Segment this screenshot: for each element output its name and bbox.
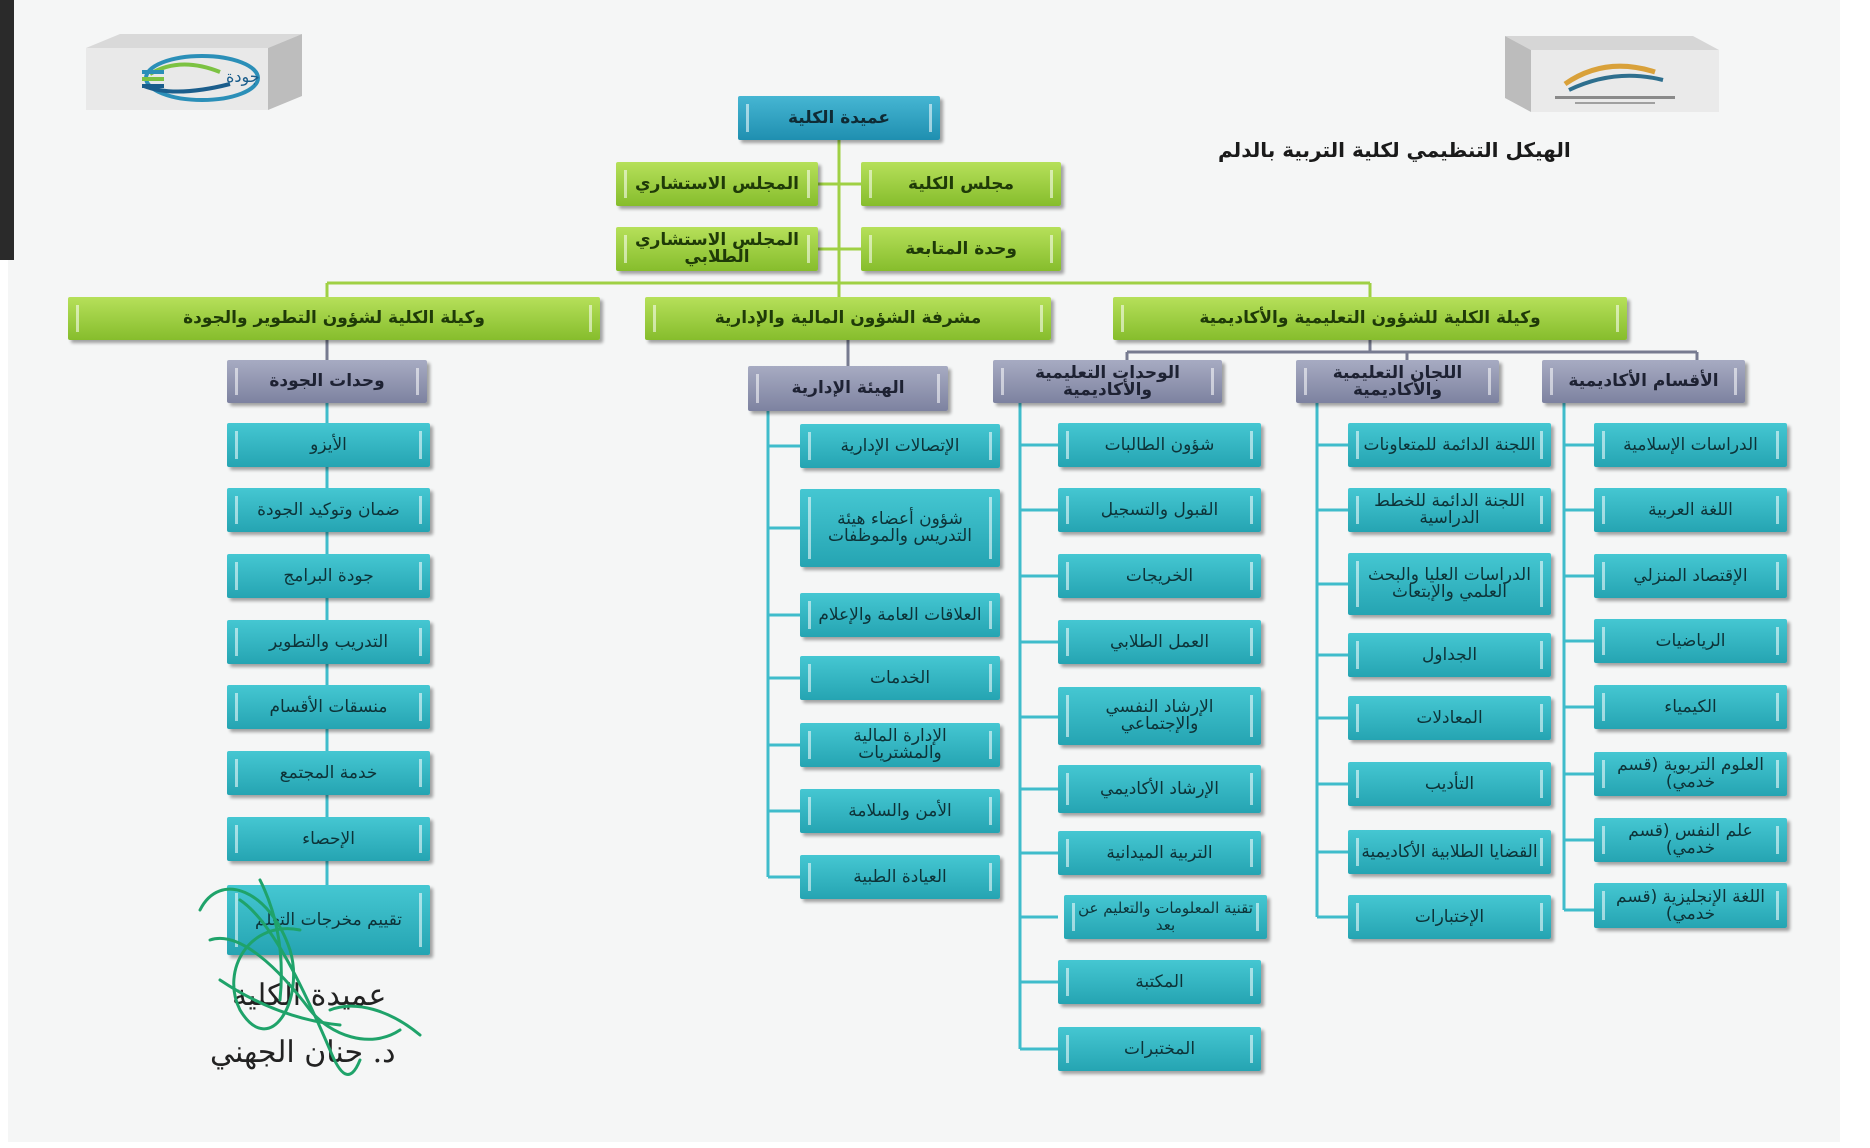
academic-committees-header: اللجان التعليمية والأكاديمية bbox=[1296, 360, 1499, 403]
list-item: شؤون الطالبات bbox=[1058, 423, 1261, 467]
list-item: الخريجات bbox=[1058, 554, 1261, 598]
list-item: التربية الميدانية bbox=[1058, 831, 1261, 875]
list-item: اللجنة الدائمة للخطط الدراسية bbox=[1348, 488, 1551, 532]
list-item: الأيزو bbox=[227, 423, 430, 467]
list-item: خدمة المجتمع bbox=[227, 751, 430, 795]
list-item: المختبرات bbox=[1058, 1027, 1261, 1071]
list-item: القضايا الطلابية الأكاديمية bbox=[1348, 830, 1551, 874]
list-item: اللغة العربية bbox=[1594, 488, 1787, 532]
list-item: ضمان وتوكيد الجودة bbox=[227, 488, 430, 532]
signature-scribble bbox=[198, 878, 422, 1076]
list-item: تقنية المعلومات والتعليم عن بعد bbox=[1064, 895, 1267, 939]
student-advisory-council-box: المجلس الاستشاري الطلابي bbox=[616, 227, 818, 271]
admin-body-header: الهيئة الإدارية bbox=[748, 366, 948, 411]
list-item: الرياضيات bbox=[1594, 619, 1787, 663]
quality-logo: جودة bbox=[86, 34, 302, 110]
academic-units-header: الوحدات التعليمية والأكاديمية bbox=[993, 360, 1222, 403]
quality-logo-text: جودة bbox=[226, 67, 260, 87]
signature-name: د. حنان الجهني bbox=[210, 1035, 396, 1070]
list-item: الإحصاء bbox=[227, 817, 430, 861]
list-item: القبول والتسجيل bbox=[1058, 488, 1261, 532]
list-item: الدراسات العليا والبحث العلمي والإبتعاث bbox=[1348, 553, 1551, 615]
list-item: الأمن والسلامة bbox=[800, 789, 1000, 833]
list-item: الدراسات الإسلامية bbox=[1594, 423, 1787, 467]
list-item: الإرشاد النفسي والإجتماعي bbox=[1058, 687, 1261, 745]
list-item: التدريب والتطوير bbox=[227, 620, 430, 664]
quality-units-header: وحدات الجودة bbox=[227, 360, 427, 403]
dean-box: عميدة الكلية bbox=[738, 96, 940, 140]
academic-departments-header: الأقسام الأكاديمية bbox=[1542, 360, 1745, 403]
list-item: التأديب bbox=[1348, 762, 1551, 806]
list-item: اللجنة الدائمة للمتعاونات bbox=[1348, 423, 1551, 467]
scan-edge bbox=[0, 0, 14, 260]
chart-title: الهيكل التنظيمي لكلية التربية بالدلم bbox=[1218, 138, 1571, 162]
list-item: المعادلات bbox=[1348, 696, 1551, 740]
advisory-council-box: المجلس الاستشاري bbox=[616, 162, 818, 206]
list-item: الإقتصاد المنزلي bbox=[1594, 554, 1787, 598]
list-item: الإدارة المالية والمشتريات bbox=[800, 723, 1000, 767]
list-item: الخدمات bbox=[800, 656, 1000, 700]
list-item: الجداول bbox=[1348, 633, 1551, 677]
scan-edge-bottom bbox=[0, 1142, 1870, 1148]
followup-unit-box: وحدة المتابعة bbox=[861, 227, 1061, 271]
list-item: شؤون أعضاء هيئة التدريس والموظفات bbox=[800, 489, 1000, 567]
list-item: جودة البرامج bbox=[227, 554, 430, 598]
list-item: اللغة الإنجليزية (قسم خدمي) bbox=[1594, 883, 1787, 928]
vice-finance-admin-box: مشرفة الشؤون المالية والإدارية bbox=[645, 297, 1051, 340]
list-item: العمل الطلابي bbox=[1058, 620, 1261, 664]
list-item: علم النفس (قسم خدمي) bbox=[1594, 818, 1787, 862]
list-item: المكتبة bbox=[1058, 960, 1261, 1004]
university-logo bbox=[1505, 36, 1719, 112]
list-item: الإرشاد الأكاديمي bbox=[1058, 765, 1261, 813]
list-item: تقييم مخرجات التعلم bbox=[227, 885, 430, 955]
vice-academic-box: وكيلة الكلية للشؤون التعليمية والأكاديمي… bbox=[1113, 297, 1627, 340]
list-item: العلوم التربوية (قسم خدمي) bbox=[1594, 752, 1787, 796]
list-item: منسقات الأقسام bbox=[227, 685, 430, 729]
list-item: الإتصالات الإدارية bbox=[800, 424, 1000, 468]
list-item: الإختبارات bbox=[1348, 895, 1551, 939]
list-item: العلاقات العامة والإعلام bbox=[800, 593, 1000, 637]
college-council-box: مجلس الكلية bbox=[861, 162, 1061, 206]
list-item: الكيمياء bbox=[1594, 685, 1787, 729]
list-item: العيادة الطبية bbox=[800, 855, 1000, 899]
vice-development-quality-box: وكيلة الكلية لشؤون التطوير والجودة bbox=[68, 297, 600, 340]
